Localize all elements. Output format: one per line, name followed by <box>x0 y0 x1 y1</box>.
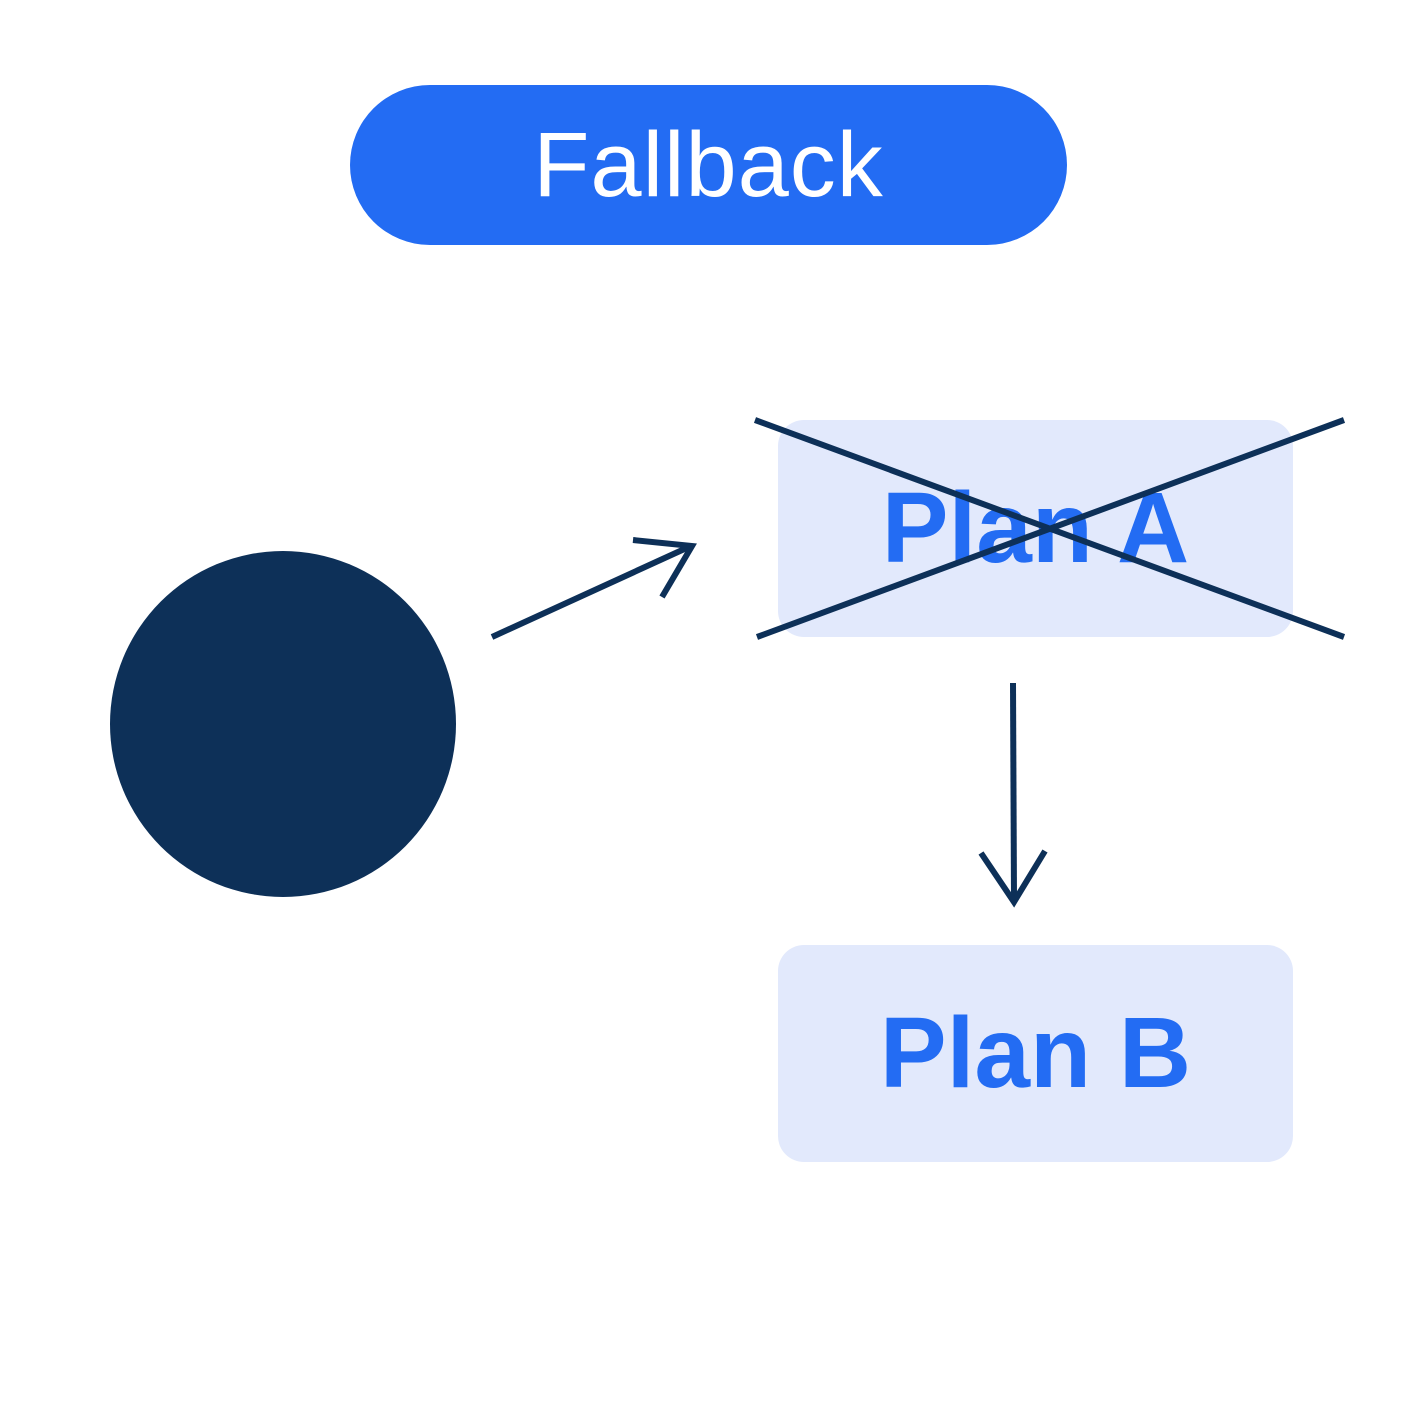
fallback-title-text: Fallback <box>533 113 884 216</box>
start-node-circle <box>110 551 456 897</box>
plan-a-label: Plan A <box>881 472 1190 584</box>
arrow-up-right-icon <box>490 537 697 640</box>
plan-b-label: Plan B <box>879 997 1192 1109</box>
plan-b-box: Plan B <box>778 945 1293 1162</box>
plan-a-box: Plan A <box>778 420 1293 637</box>
arrow-down-icon <box>978 682 1048 908</box>
fallback-title-pill: Fallback <box>350 85 1067 245</box>
